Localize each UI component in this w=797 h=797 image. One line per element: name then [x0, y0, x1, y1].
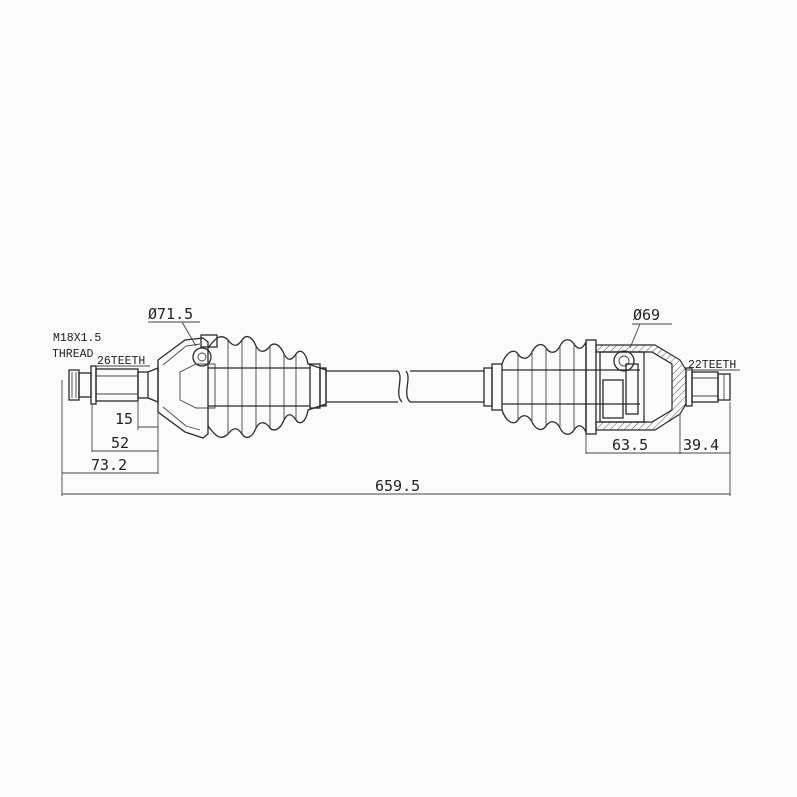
threaded-stub [68, 365, 159, 405]
outer-cv-joint [68, 334, 327, 439]
intermediate-shaft [326, 370, 484, 403]
inner-diameter-label: Ø69 [633, 306, 660, 324]
inner-boot [483, 339, 597, 435]
outer-boot [207, 335, 327, 439]
dim-39-4: 39.4 [683, 436, 719, 454]
inner-spline-label: 22TEETH [688, 359, 736, 372]
outer-bell-housing [157, 334, 218, 439]
thread-word-label: THREAD [52, 348, 94, 361]
dimension-lines [61, 380, 731, 496]
dim-52: 52 [111, 434, 129, 452]
annotation-leaders [96, 321, 740, 371]
inner-spline-stub [685, 367, 731, 407]
dim-15: 15 [115, 410, 133, 428]
dim-63-5: 63.5 [612, 436, 648, 454]
outer-spline-label: 26TEETH [97, 355, 145, 368]
inner-housing [595, 344, 687, 431]
outer-diameter-label: Ø71.5 [148, 305, 193, 323]
thread-spec-label: M18X1.5 [53, 332, 101, 345]
dim-73-2: 73.2 [91, 456, 127, 474]
inner-cv-joint [483, 339, 731, 435]
dim-total-length: 659.5 [375, 477, 420, 495]
